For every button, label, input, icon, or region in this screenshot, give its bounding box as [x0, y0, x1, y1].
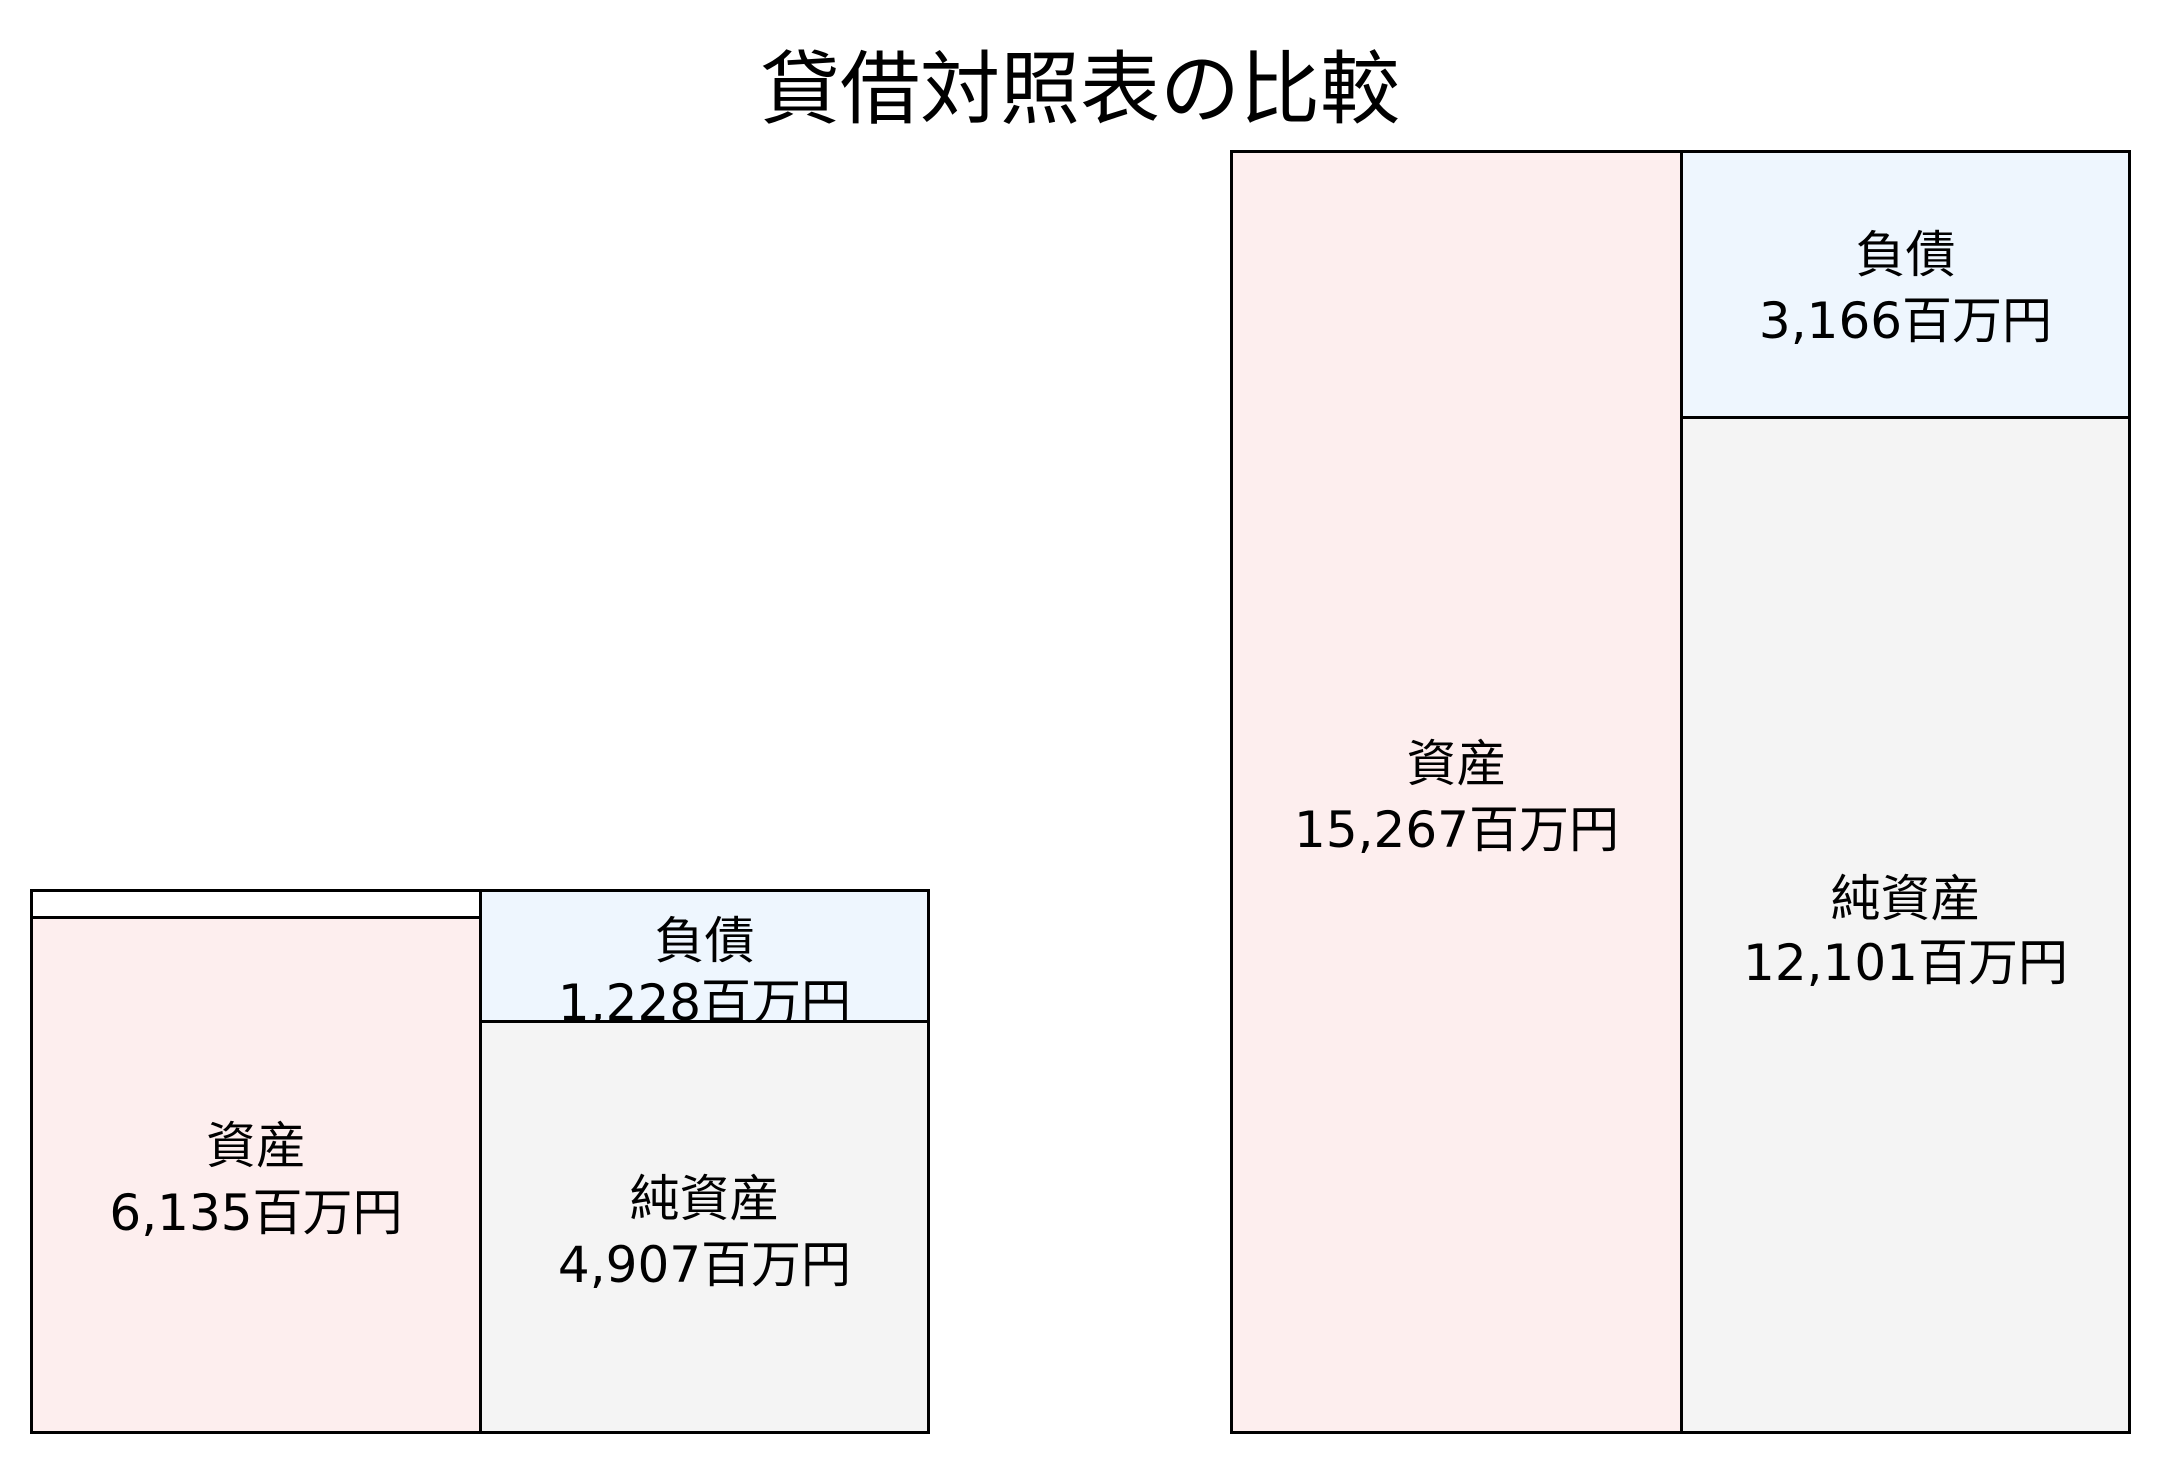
assets-value: 6,135百万円 [109, 1184, 403, 1242]
assets-label: 資産 [206, 1117, 306, 1175]
assets-block: 資産 6,135百万円 [30, 916, 482, 1434]
net-assets-label: 純資産 [1830, 870, 1981, 928]
assets-value: 15,267百万円 [1294, 801, 1619, 859]
blank-area [30, 889, 482, 919]
net-assets-block: 純資産 12,101百万円 [1680, 416, 2131, 1434]
net-assets-value: 12,101百万円 [1743, 934, 2068, 992]
liabilities-value: 1,228百万円 [557, 974, 852, 1023]
assets-block: 資産 15,267百万円 [1230, 150, 1683, 1434]
net-assets-block: 純資産 4,907百万円 [479, 1020, 930, 1434]
liabilities-label: 負債 [654, 912, 755, 970]
chart-title: 貸借対照表の比較 [760, 43, 1400, 136]
net-assets-label: 純資産 [629, 1170, 780, 1228]
liabilities-block: 負債 3,166百万円 [1680, 150, 2131, 419]
assets-label: 資産 [1406, 735, 1507, 793]
liabilities-block: 負債 1,228百万円 [479, 889, 930, 1023]
net-assets-value: 4,907百万円 [557, 1236, 852, 1294]
liabilities-label: 負債 [1855, 226, 1956, 284]
liabilities-value: 3,166百万円 [1758, 292, 2053, 350]
